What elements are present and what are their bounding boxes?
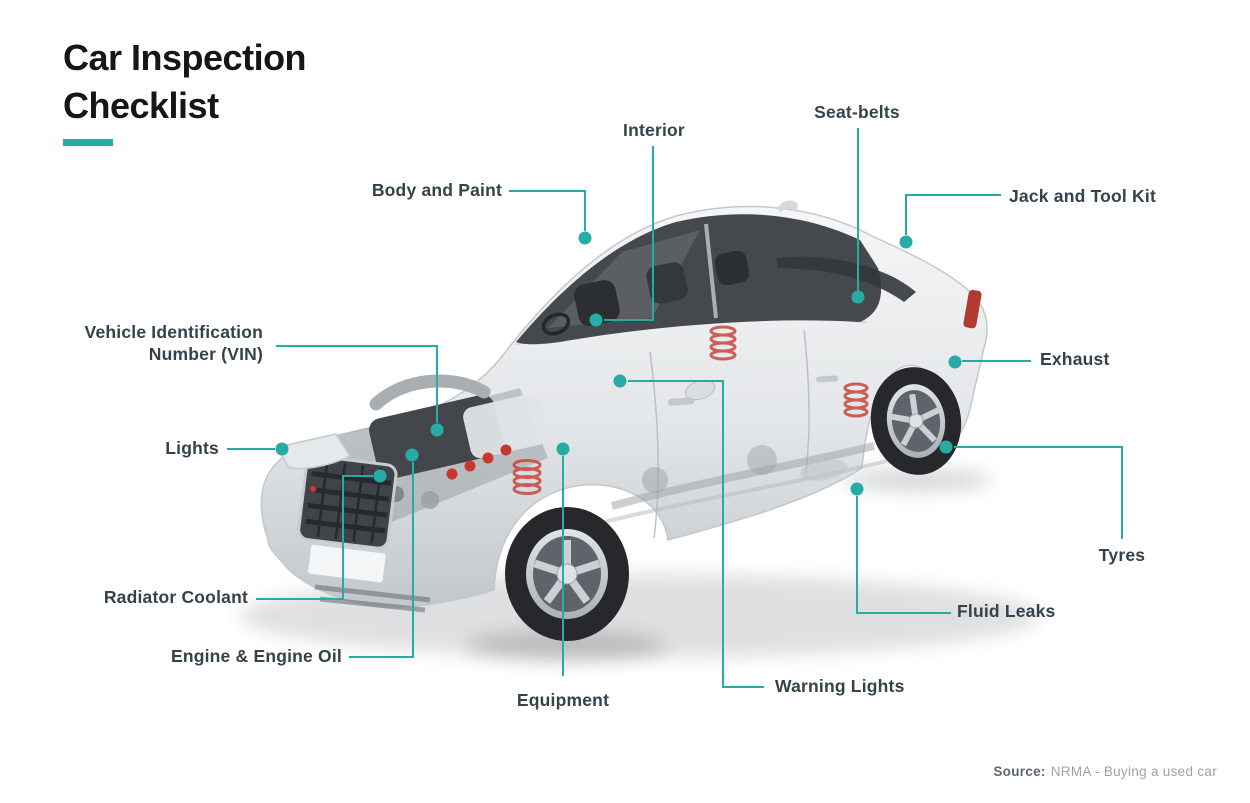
leader-body-and-paint <box>509 190 586 231</box>
callout-label-interior: Interior <box>623 120 685 140</box>
callout-label-equipment: Equipment <box>516 690 610 710</box>
bumper-intake <box>314 584 431 613</box>
dot-fluid-leaks <box>850 482 864 496</box>
dot-equipment <box>556 442 570 456</box>
page-title-line1: Car Inspection <box>63 37 307 78</box>
leader-engine-engine-oil <box>349 462 414 658</box>
callout-label-vin-line2: Number (VIN) <box>148 344 263 364</box>
dot-body-and-paint <box>578 231 592 245</box>
leader-jack-and-tool-kit <box>905 194 1001 235</box>
front-grille <box>297 454 398 584</box>
front-wheel <box>505 507 629 641</box>
callout-label-seat-belts: Seat-belts <box>814 102 900 122</box>
leader-fluid-leaks <box>856 496 951 614</box>
page-title-line2: Checklist <box>63 85 219 126</box>
callout-label-warning-lights: Warning Lights <box>775 676 905 696</box>
callout-label-body-and-paint: Body and Paint <box>371 180 502 200</box>
callout-label-radiator-coolant: Radiator Coolant <box>103 587 248 607</box>
license-plate <box>307 543 387 584</box>
callout-label-vin: Vehicle Identification Number (VIN) <box>53 321 263 365</box>
tail-light <box>963 289 982 329</box>
callout-lines <box>227 128 1123 688</box>
dot-lights <box>275 442 289 456</box>
page-title: Car Inspection Checklist <box>63 34 307 130</box>
leader-interior <box>604 146 654 321</box>
callout-label-engine-engine-oil: Engine & Engine Oil <box>170 646 342 666</box>
callout-label-lights: Lights <box>165 438 219 458</box>
callout-label-vin-line1: Vehicle Identification <box>84 322 263 342</box>
dot-interior <box>589 313 603 327</box>
leader-vin <box>276 345 438 423</box>
callout-label-tyres: Tyres <box>1098 545 1146 565</box>
source-prefix: Source: <box>993 764 1046 779</box>
dot-radiator-coolant <box>373 469 387 483</box>
dot-exhaust <box>948 355 962 369</box>
windshield-and-glass <box>516 214 916 345</box>
dot-seat-belts <box>851 290 865 304</box>
dot-engine-engine-oil <box>405 448 419 462</box>
callout-label-fluid-leaks: Fluid Leaks <box>957 601 1056 621</box>
leader-tyres <box>954 446 1123 539</box>
title-underline <box>63 139 113 146</box>
rear-wheel <box>870 367 962 475</box>
dot-warning-lights <box>613 374 627 388</box>
interior-seats <box>541 250 750 336</box>
leader-radiator-coolant <box>256 475 373 600</box>
callout-label-jack-and-tool-kit: Jack and Tool Kit <box>1009 186 1156 206</box>
callout-label-exhaust: Exhaust <box>1040 349 1110 369</box>
dot-vin <box>430 423 444 437</box>
leader-warning-lights <box>628 380 764 688</box>
suspension-springs <box>512 325 869 495</box>
underbody-machinery <box>599 442 907 525</box>
source-text: NRMA - Buying a used car <box>1050 764 1217 779</box>
rear-window <box>776 256 916 302</box>
dot-tyres <box>939 440 953 454</box>
headlight <box>276 433 352 470</box>
dot-jack-and-tool-kit <box>899 235 913 249</box>
source-credit: Source: NRMA - Buying a used car <box>993 764 1217 779</box>
